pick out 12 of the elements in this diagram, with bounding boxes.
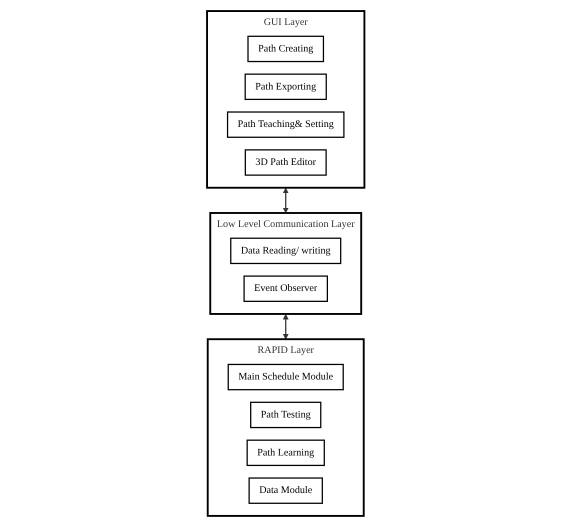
arrow (283, 188, 289, 214)
arrow (283, 314, 289, 340)
node-box: Path Creating (248, 36, 324, 62)
node-box: Path Teaching& Setting (227, 111, 345, 138)
node-box: Path Learning (246, 440, 326, 466)
node-box: Data Module (248, 477, 324, 504)
node-box: Data Reading/ writing (230, 238, 342, 264)
node-box: Path Exporting (244, 74, 328, 100)
node-box: Path Testing (250, 402, 322, 428)
node-box: 3D Path Editor (244, 149, 327, 176)
node-box: Main Schedule Module (228, 364, 344, 390)
node-box: Event Observer (244, 275, 328, 302)
